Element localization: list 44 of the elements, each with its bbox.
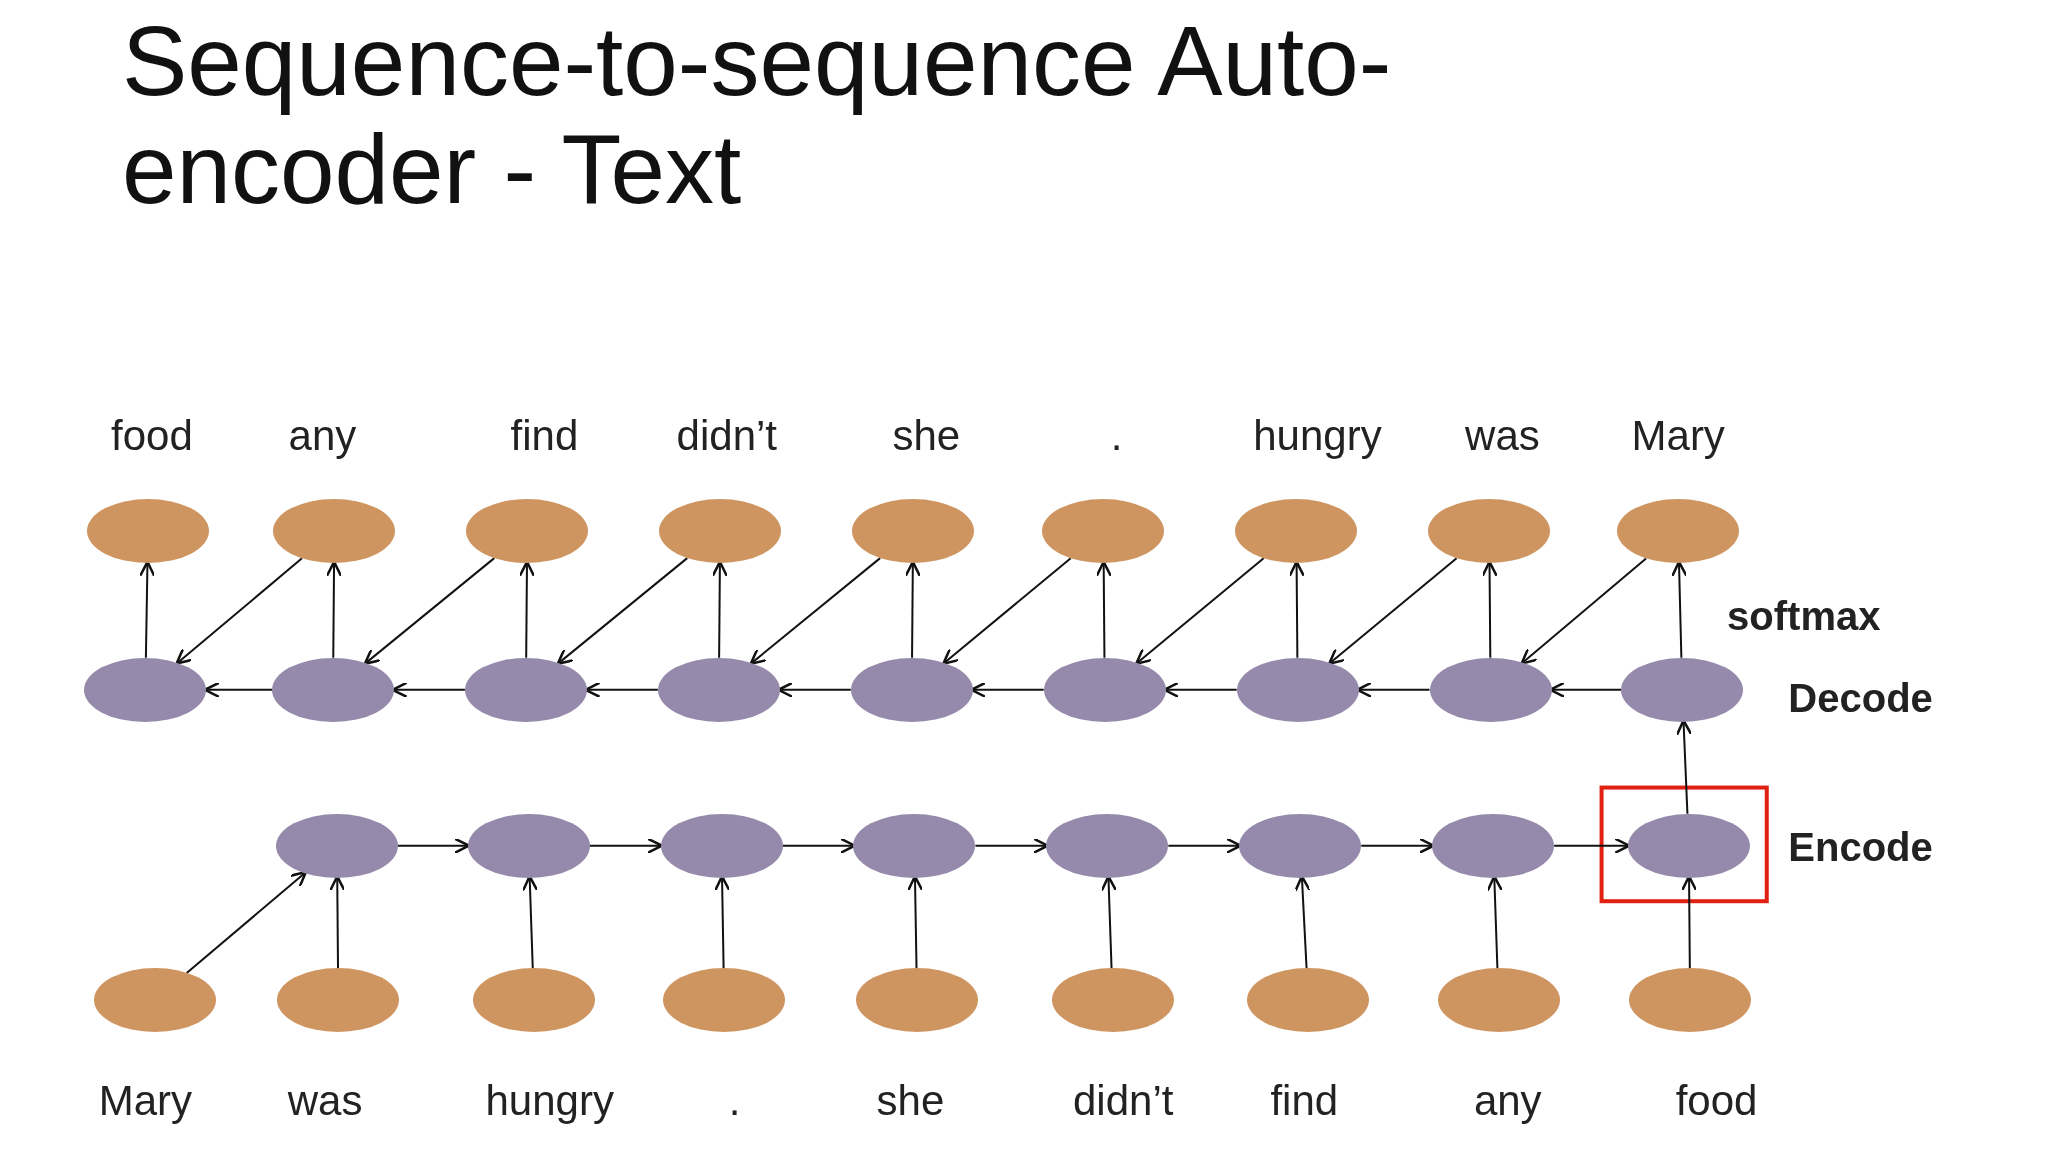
word-label: was [1465,415,1540,458]
word-label: food [1675,1079,1758,1122]
word-label: didn’t [1073,1079,1174,1122]
arrow [396,837,471,854]
arrow [1680,875,1698,970]
word-label: hungry [1253,415,1382,458]
word-label: find [1270,1079,1339,1122]
word-label: food [111,415,193,458]
word-label: Mary [1631,415,1725,458]
word-label: didn’t [676,415,777,458]
arrow [185,870,308,975]
arrow [203,681,273,699]
arrow [1520,557,1648,665]
arrow [556,557,689,665]
arrow [1553,837,1631,854]
word-label: find [510,415,579,458]
word-label: she [892,415,961,458]
word-label: hungry [485,1079,614,1122]
arrow [749,557,882,665]
word-label: was [287,1079,363,1122]
word-label: she [876,1079,945,1122]
layer-label: softmax [1727,595,1881,636]
word-label: any [1473,1079,1542,1122]
layer-label: Encode [1788,827,1933,868]
word-label: any [288,415,357,458]
arrow [906,875,924,970]
arrow [1100,875,1118,970]
arrow [175,557,303,665]
arrow [521,875,539,970]
arrow [1294,875,1311,970]
arrow [1486,875,1503,970]
word-label: . [1110,415,1123,458]
layer-label: Decode [1788,677,1933,718]
arrow [588,837,664,854]
arrow [1675,719,1693,815]
word-label: . [728,1079,741,1122]
arrow [1327,557,1458,665]
arrow [942,557,1072,665]
arrow [329,875,346,970]
arrow [714,875,731,970]
arrow [1135,557,1265,665]
word-label: Mary [98,1079,192,1122]
title: Sequence-to-sequence Auto-encoder - Text [122,8,1393,224]
arrow [363,557,496,665]
